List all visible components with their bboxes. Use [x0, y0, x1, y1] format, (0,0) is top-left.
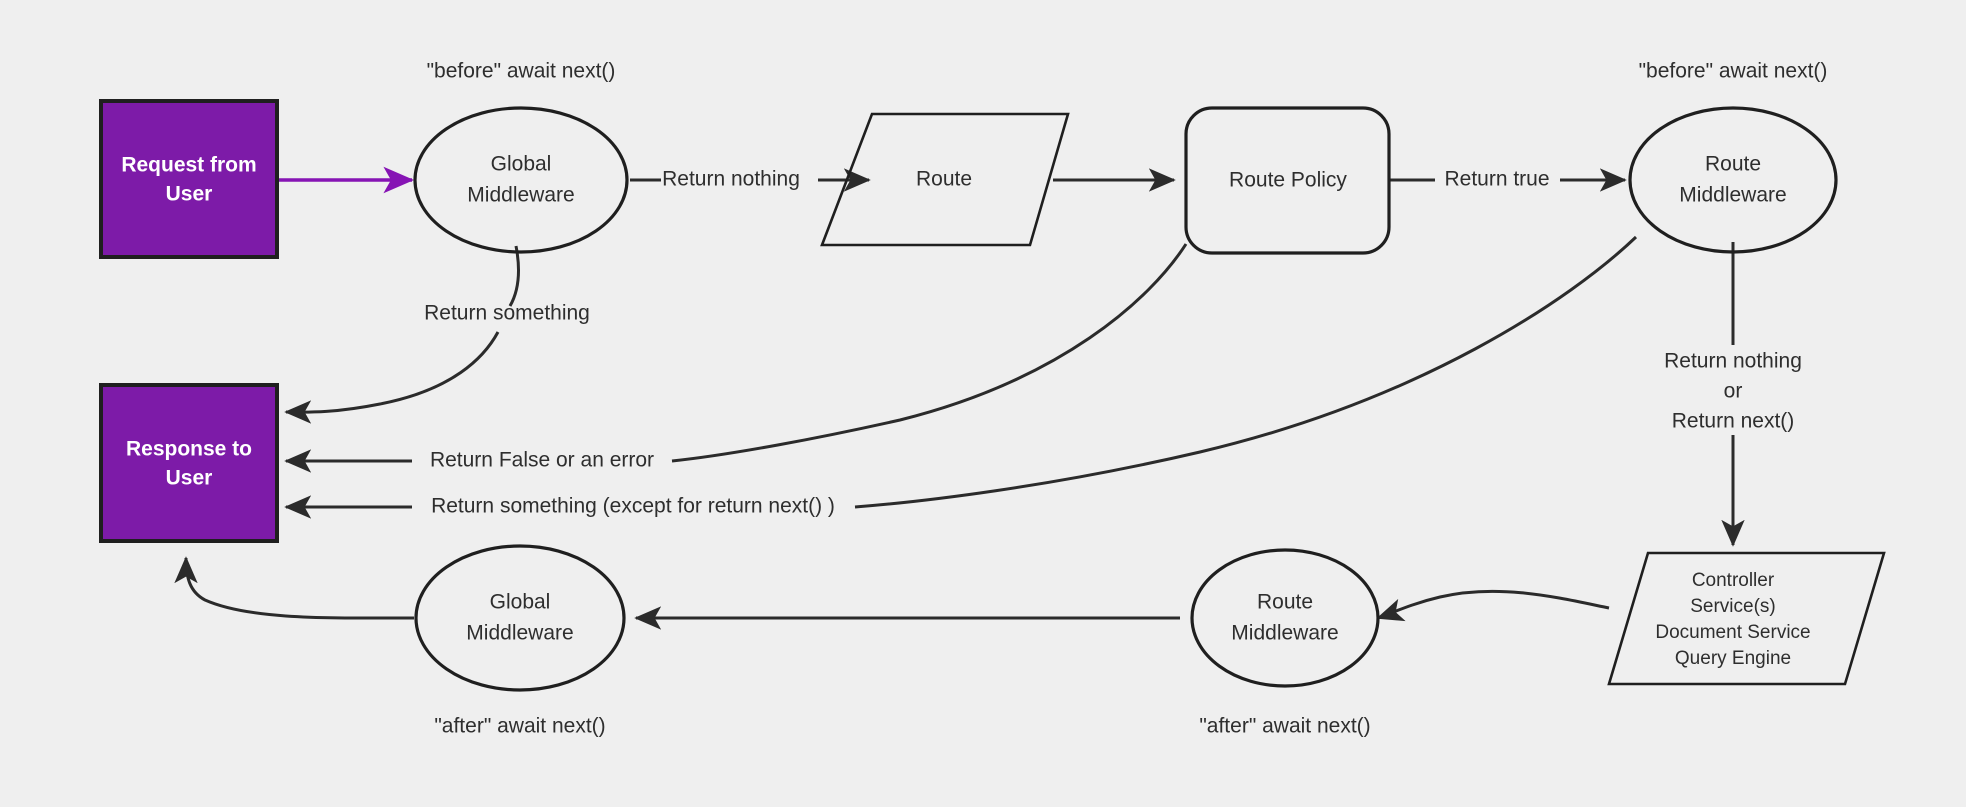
node-route-middleware-top[interactable]: Route Middleware	[1628, 106, 1838, 254]
edge-route-policy-return-false-right	[671, 243, 1188, 463]
handlers-line-2: Service(s)	[1690, 596, 1776, 617]
node-route-policy[interactable]: Route Policy	[1184, 106, 1391, 255]
handlers-line-4: Query Engine	[1675, 648, 1791, 669]
request-from-user-box[interactable]	[99, 99, 279, 259]
edge-label-return-nothing-or-next-line2: or	[1724, 380, 1743, 403]
edge-route-mw-return-something-right	[854, 235, 1638, 509]
route-middleware-top-ellipse[interactable]	[1628, 106, 1838, 254]
route-label: Route	[916, 168, 972, 191]
global-middleware-bottom-ellipse[interactable]	[414, 544, 626, 692]
route-middleware-bottom-label-line1: Route	[1257, 591, 1313, 614]
global-middleware-top-label-line2: Middleware	[467, 184, 574, 207]
global-middleware-top-ellipse[interactable]	[413, 106, 629, 254]
node-response-to-user[interactable]: Response to User	[99, 383, 279, 543]
handlers-line-3: Document Service	[1655, 622, 1810, 643]
route-policy-box[interactable]	[1184, 106, 1391, 255]
edge-global-mw-return-something-upper	[508, 245, 520, 307]
global-middleware-top-label-line1: Global	[491, 153, 552, 176]
route-middleware-bottom-label-line2: Middleware	[1231, 622, 1338, 645]
route-middleware-top-label-line2: Middleware	[1679, 184, 1786, 207]
route-policy-label: Route Policy	[1229, 169, 1347, 192]
note-after-global-middleware: "after" await next()	[434, 715, 605, 738]
route-middleware-bottom-ellipse[interactable]	[1190, 548, 1380, 688]
response-to-user-label-line1: Response to	[126, 438, 252, 461]
handlers-parallelogram[interactable]	[1607, 551, 1886, 686]
edge-label-return-false-or-error: Return False or an error	[430, 449, 654, 472]
node-global-middleware-top[interactable]: Global Middleware	[413, 106, 629, 254]
node-request-from-user[interactable]: Request from User	[99, 99, 279, 259]
request-from-user-label-line2: User	[166, 183, 213, 206]
global-middleware-bottom-label-line2: Middleware	[466, 622, 573, 645]
route-parallelogram[interactable]	[820, 112, 1070, 247]
edge-label-return-true: Return true	[1444, 168, 1549, 191]
response-to-user-box[interactable]	[99, 383, 279, 543]
note-before-global-middleware: "before" await next()	[427, 60, 616, 83]
node-route[interactable]: Route	[820, 112, 1070, 247]
edge-handlers-to-route-middleware-bottom	[1376, 589, 1610, 622]
node-global-middleware-bottom[interactable]: Global Middleware	[414, 544, 626, 692]
edge-global-mw-return-something-lower	[284, 331, 500, 424]
edge-label-return-nothing: Return nothing	[662, 168, 800, 191]
request-from-user-label-line1: Request from	[121, 154, 256, 177]
node-route-middleware-bottom[interactable]: Route Middleware	[1190, 548, 1380, 688]
note-before-route-middleware: "before" await next()	[1639, 60, 1828, 83]
note-after-route-middleware: "after" await next()	[1199, 715, 1370, 738]
response-to-user-label-line2: User	[166, 467, 213, 490]
edge-label-return-nothing-or-next-line3: Return next()	[1672, 410, 1795, 433]
node-handlers[interactable]: Controller Service(s) Document Service Q…	[1607, 551, 1886, 686]
global-middleware-bottom-label-line1: Global	[490, 591, 551, 614]
edge-label-return-something-top: Return something	[424, 302, 590, 325]
edge-label-return-something-except-next: Return something (except for return next…	[431, 495, 835, 518]
edge-global-mw-bottom-to-response	[174, 556, 415, 620]
edge-label-return-nothing-or-next-line1: Return nothing	[1664, 350, 1802, 373]
route-middleware-top-label-line1: Route	[1705, 153, 1761, 176]
handlers-line-1: Controller	[1692, 570, 1775, 591]
